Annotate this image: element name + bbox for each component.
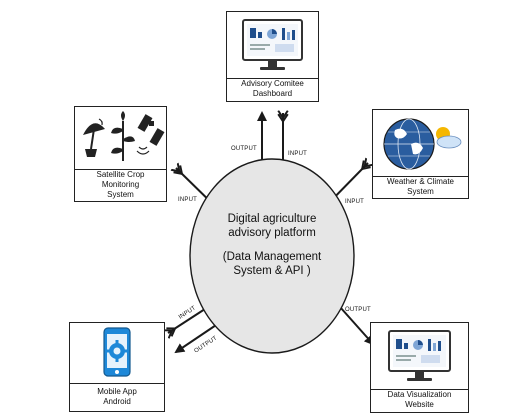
- node-advisory-dashboard: Advisory Comitee Dashboard: [226, 11, 319, 102]
- platform-line-3: (Data Management: [222, 251, 322, 263]
- weather-caption-line-1: Weather & Climate System: [387, 176, 454, 196]
- node-data-visualization: Data Visualization Website: [370, 322, 469, 413]
- platform-line-2: advisory platform: [228, 227, 316, 239]
- node-mobile-app: Mobile App Android: [69, 322, 165, 412]
- label-right-input: INPUT: [345, 199, 364, 205]
- advisory-caption-line-1: Advisory Comitee: [241, 79, 304, 88]
- label-top-output: OUTPUT: [231, 146, 257, 152]
- advisory-caption-line-2: Dashboard: [252, 89, 293, 98]
- node-satellite-monitoring: Satellite Crop Monitoring System: [74, 106, 167, 202]
- label-left-input: INPUT: [178, 197, 197, 203]
- monitor-dashboard-icon: [242, 19, 303, 70]
- satellite-crop-icon: [83, 111, 165, 161]
- mobile-caption-line-1: Mobile App: [97, 386, 137, 396]
- mobile-gear-icon: [103, 327, 131, 377]
- label-bottom-right-output: OUTPUT: [345, 307, 371, 313]
- monitor-charts-icon: [388, 330, 451, 381]
- satellite-caption-line-1: Satellite Crop Monitoring: [96, 169, 145, 189]
- node-weather-climate: Weather & Climate System: [372, 109, 469, 199]
- label-top-input: INPUT: [288, 151, 307, 157]
- dataviz-caption-line-1: Data Visualization Website: [387, 390, 452, 409]
- platform-line-1: Digital agriculture: [227, 213, 317, 225]
- platform-label: Digital agriculture advisory platform (D…: [196, 212, 348, 278]
- globe-weather-icon: [383, 118, 462, 170]
- mobile-caption-line-2: Android: [103, 396, 131, 406]
- platform-line-4: System & API ): [233, 265, 311, 277]
- satellite-caption-line-2: System: [107, 189, 134, 199]
